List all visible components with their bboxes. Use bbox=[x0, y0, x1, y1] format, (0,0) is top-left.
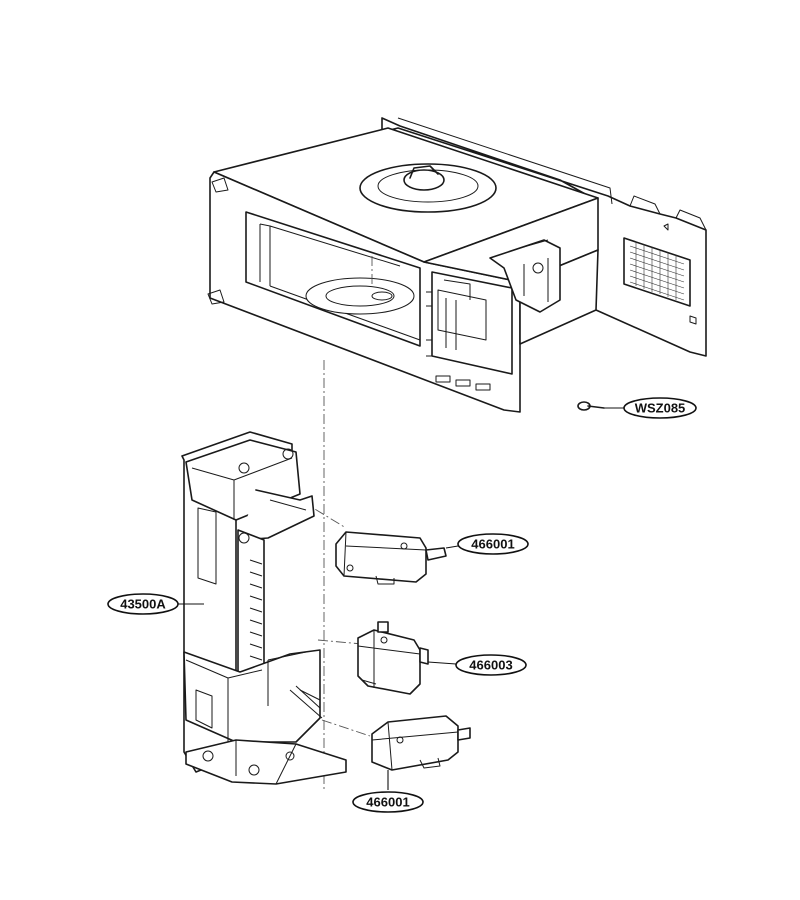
bracket-top-detail bbox=[191, 457, 293, 585]
side-motor-bracket bbox=[489, 239, 561, 313]
micro-switch-466003 bbox=[357, 621, 429, 695]
inner-turntable-ring bbox=[325, 285, 395, 307]
motor-bracket-detail bbox=[519, 239, 549, 302]
bracket-arm bbox=[239, 489, 315, 541]
bracket-rack-teeth bbox=[249, 559, 263, 661]
latch-window bbox=[431, 271, 513, 375]
screw-wsz085 bbox=[577, 401, 605, 411]
micro-switch-466001-top bbox=[335, 531, 447, 585]
inner-turntable-plate bbox=[305, 277, 415, 315]
bracket-bottom-block bbox=[183, 649, 321, 743]
bracket-top-hole-1 bbox=[238, 462, 250, 474]
bracket-foot-hole-1 bbox=[202, 750, 214, 762]
latch-bracket-43500a bbox=[181, 431, 347, 785]
cavity-assembly bbox=[207, 117, 707, 413]
switch-466003-plunger bbox=[377, 621, 389, 633]
back-panel-hole bbox=[663, 223, 697, 325]
switch-top-terminal bbox=[425, 547, 447, 561]
callout-466001-bottom-label: 466001 bbox=[366, 795, 409, 810]
cavity-back-right-panel bbox=[381, 117, 707, 357]
cavity-inner-wall bbox=[259, 223, 401, 286]
bracket-foot-hole-2 bbox=[248, 764, 260, 776]
inner-turntable-hub bbox=[371, 291, 393, 301]
callout-466001-top: 466001 bbox=[445, 533, 529, 555]
vent-grill bbox=[623, 237, 691, 307]
back-panel-edge bbox=[397, 117, 707, 231]
front-slot-2 bbox=[455, 379, 471, 387]
callout-466003: 466003 bbox=[427, 654, 527, 676]
callout-wsz085: WSZ085 bbox=[604, 397, 697, 419]
callout-wsz085-label: WSZ085 bbox=[635, 401, 686, 416]
bracket-rack bbox=[237, 529, 265, 681]
bracket-pin bbox=[289, 685, 323, 719]
motor-bracket-hole bbox=[532, 262, 544, 274]
callout-43500a: 43500A bbox=[107, 593, 204, 615]
switch-bottom-terminal bbox=[457, 727, 471, 741]
bracket-foot-hole-3 bbox=[285, 751, 295, 761]
callout-466001-top-label: 466001 bbox=[471, 537, 514, 552]
bracket-top-hole-2 bbox=[282, 448, 294, 460]
top-turntable-hub bbox=[403, 169, 445, 191]
latch-bracket bbox=[437, 279, 487, 341]
front-left-tab bbox=[207, 177, 229, 305]
bracket-base-foot bbox=[185, 739, 347, 785]
callout-466003-label: 466003 bbox=[469, 658, 512, 673]
latch-bracket-detail bbox=[426, 291, 457, 357]
callout-466001-bottom: 466001 bbox=[352, 770, 424, 813]
callout-43500a-label: 43500A bbox=[120, 597, 166, 612]
micro-switch-466001-bottom bbox=[371, 715, 471, 771]
front-slot-1 bbox=[435, 375, 451, 383]
bracket-bottom-detail bbox=[185, 651, 321, 744]
front-slot-3 bbox=[475, 383, 491, 391]
top-turntable-coupler bbox=[409, 165, 439, 179]
bracket-mid-hole bbox=[238, 532, 250, 544]
